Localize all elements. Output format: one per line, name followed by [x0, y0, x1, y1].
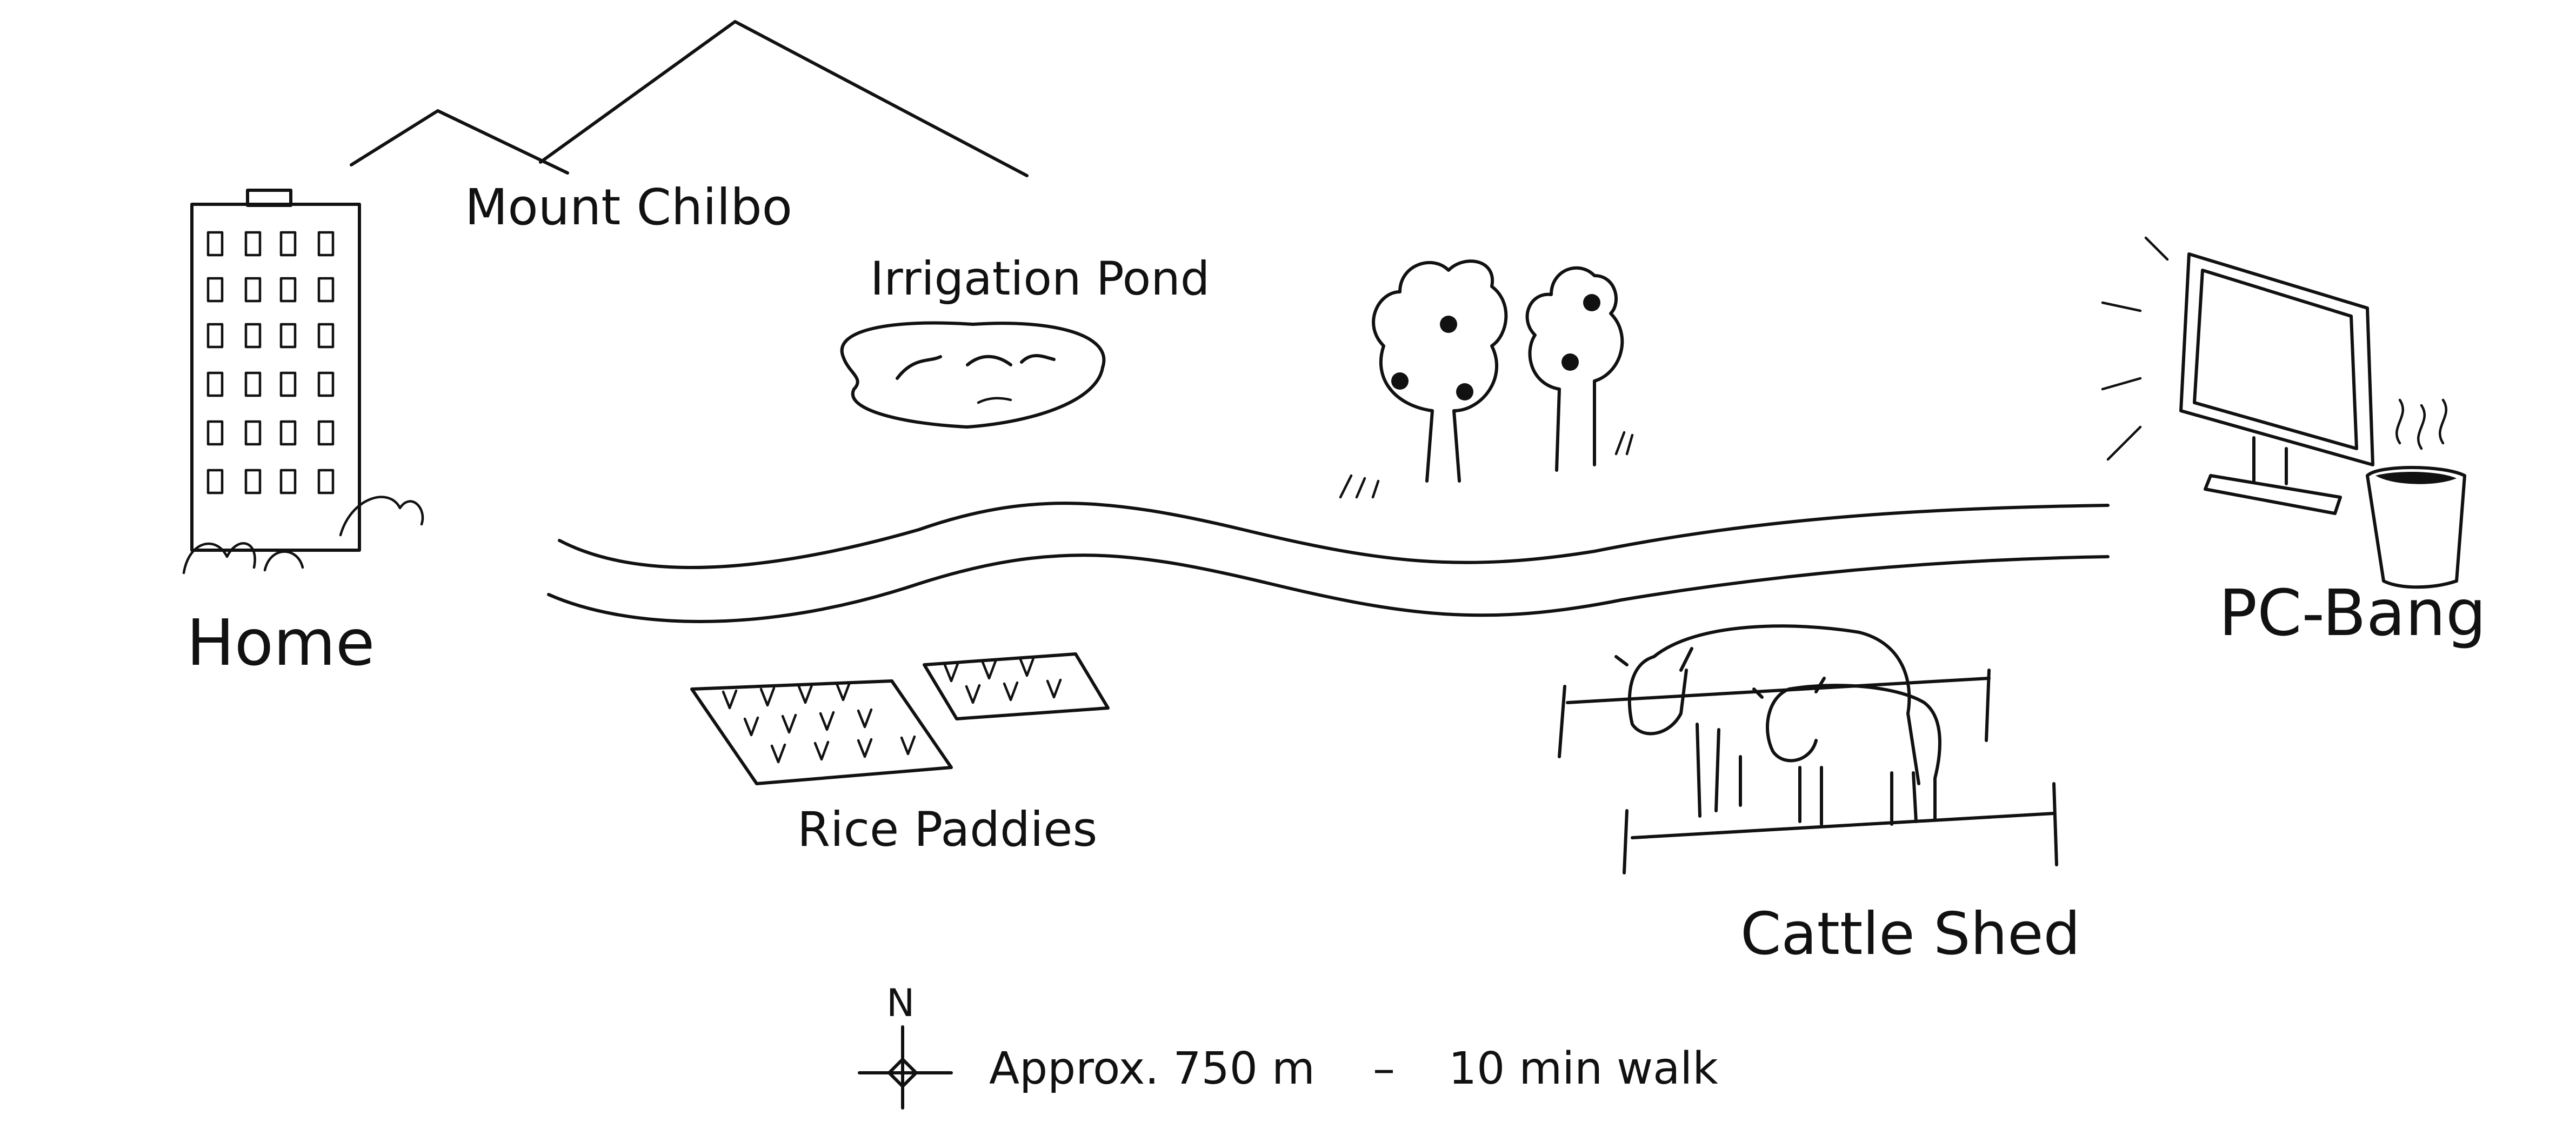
building-window [279, 231, 297, 257]
coffee-cup-icon [2366, 398, 2466, 589]
rice-sprout [1046, 678, 1062, 699]
building-window [317, 323, 335, 349]
scale-time: 10 min walk [1449, 1043, 1718, 1094]
building-window [206, 420, 224, 446]
mountain-label: Mount Chilbo [465, 178, 792, 236]
rice-sprout [1019, 657, 1035, 677]
rice-sprout [819, 711, 835, 731]
scale-distance: Approx. 750 m [989, 1043, 1315, 1094]
rice-sprout [943, 662, 959, 683]
rice-sprout [1003, 681, 1019, 702]
building-window [244, 277, 262, 303]
rice-sprout [813, 740, 830, 761]
rice-sprout [857, 708, 873, 729]
building-window [317, 231, 335, 257]
building-window [317, 277, 335, 303]
orchard-trees-icon [1339, 259, 1634, 499]
home-label: Home [186, 605, 375, 680]
rice-sprout [781, 713, 797, 734]
rice-sprout [835, 681, 851, 702]
pcbang-label: PC-Bang [2219, 576, 2486, 650]
building-window [317, 469, 335, 495]
compass-icon [858, 1025, 953, 1110]
scale-separator: – [1373, 1043, 1395, 1094]
building-window [317, 420, 335, 446]
building-window [244, 469, 262, 495]
rice-sprout [981, 659, 997, 680]
building-window [279, 277, 297, 303]
building-window [206, 371, 224, 397]
building-window [244, 420, 262, 446]
rice-sprout [797, 684, 813, 704]
pond-drawing [840, 321, 1106, 429]
cattle-shed-drawing [1558, 624, 2058, 874]
road-drawing [547, 502, 2110, 623]
building-window [244, 371, 262, 397]
rice-label: Rice Paddies [797, 802, 1097, 857]
building-window [317, 371, 335, 397]
mountain-range-drawing [350, 20, 1029, 177]
rice-sprout [965, 684, 981, 704]
cattle-label: Cattle Shed [1740, 900, 2080, 968]
building-window [206, 469, 224, 495]
rice-paddies-drawing [690, 652, 1110, 785]
building-window [279, 323, 297, 349]
computer-monitor-icon [2101, 236, 2374, 515]
compass-north-label: N [886, 981, 915, 1025]
rice-sprout [857, 738, 873, 758]
pond-label: Irrigation Pond [870, 252, 1210, 306]
rice-sprout [900, 735, 916, 756]
rice-sprout [759, 686, 776, 707]
building-window [244, 323, 262, 349]
building-window [279, 469, 297, 495]
rice-sprout [722, 689, 738, 710]
apartment-building-icon [182, 189, 424, 575]
building-window [206, 231, 224, 257]
rice-sprout [770, 743, 786, 764]
building-window [279, 371, 297, 397]
building-window [244, 231, 262, 257]
building-window [206, 277, 224, 303]
rice-sprout [743, 716, 759, 737]
building-window [279, 420, 297, 446]
building-window [206, 323, 224, 349]
